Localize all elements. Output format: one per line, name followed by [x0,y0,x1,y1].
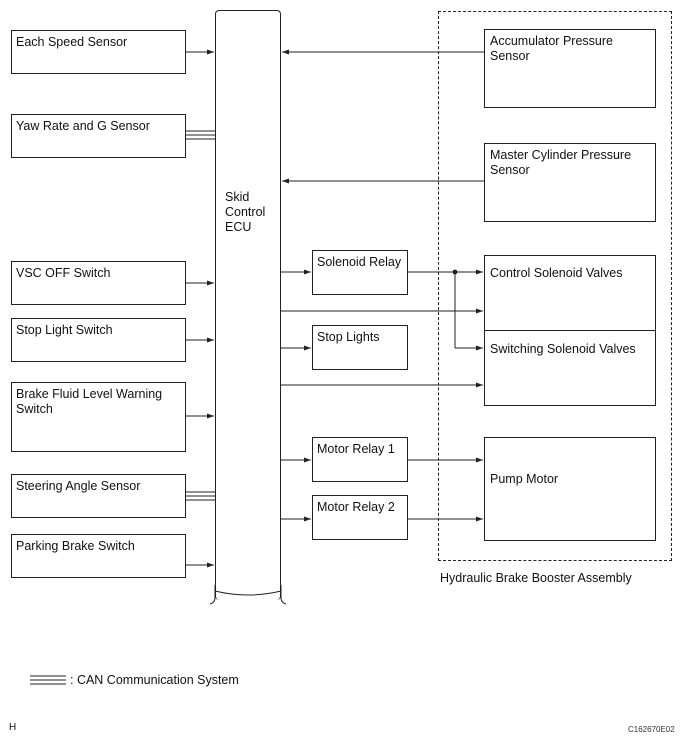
component-box-master-cylinder-pressure-sensor [484,143,656,222]
output-label-motor-relay-2: Motor Relay 2 [317,500,395,514]
output-label-solenoid-relay: Solenoid Relay [317,255,402,269]
assembly-label: Hydraulic Brake Booster Assembly [440,571,632,585]
component-label-accumulator-pressure-sensor: Accumulator Pressure Sensor [490,34,613,63]
skid-control-ecu [215,10,281,600]
input-label-steering-angle-sensor: Steering Angle Sensor [16,479,141,493]
legend-label: : CAN Communication System [70,673,239,687]
ecu-bottom-edge [209,585,287,605]
component-box-accumulator-pressure-sensor [484,29,656,108]
output-box-motor-relay-2 [312,495,408,540]
output-box-solenoid-relay [312,250,408,295]
input-box-vsc-off-switch [11,261,186,305]
input-label-stop-light-switch: Stop Light Switch [16,323,113,337]
input-label-brake-fluid-level-switch: Brake Fluid Level Warning Switch [16,387,163,416]
output-box-stop-lights [312,325,408,370]
corner-mark-left: H [9,722,17,733]
input-label-parking-brake-switch: Parking Brake Switch [16,539,135,553]
input-box-each-speed-sensor [11,30,186,74]
input-label-yaw-rate-sensor: Yaw Rate and G Sensor [16,119,150,133]
input-box-parking-brake-switch [11,534,186,578]
input-box-yaw-rate-sensor [11,114,186,158]
ecu-label: Skid Control ECU [225,190,266,234]
component-label-switching-solenoid-valves: Switching Solenoid Valves [490,342,636,356]
input-label-vsc-off-switch: VSC OFF Switch [16,266,111,280]
junction-dot [452,269,458,275]
output-label-stop-lights: Stop Lights [317,330,380,344]
component-box-switching-solenoid-valves [484,330,656,406]
input-box-steering-angle-sensor [11,474,186,518]
component-box-control-solenoid-valves [484,255,656,331]
output-label-motor-relay-1: Motor Relay 1 [317,442,395,456]
component-box-pump-motor [484,437,656,541]
input-label-each-speed-sensor: Each Speed Sensor [16,35,128,49]
hydraulic-brake-booster-assembly-outline [438,11,672,561]
component-label-pump-motor: Pump Motor [490,472,559,486]
component-label-master-cylinder-pressure-sensor: Master Cylinder Pressure Sensor [490,148,632,177]
corner-mark-right: C162670E02 [628,725,675,734]
component-label-control-solenoid-valves: Control Solenoid Valves [490,266,623,280]
input-box-stop-light-switch [11,318,186,362]
output-box-motor-relay-1 [312,437,408,482]
input-box-brake-fluid-level-switch [11,382,186,452]
